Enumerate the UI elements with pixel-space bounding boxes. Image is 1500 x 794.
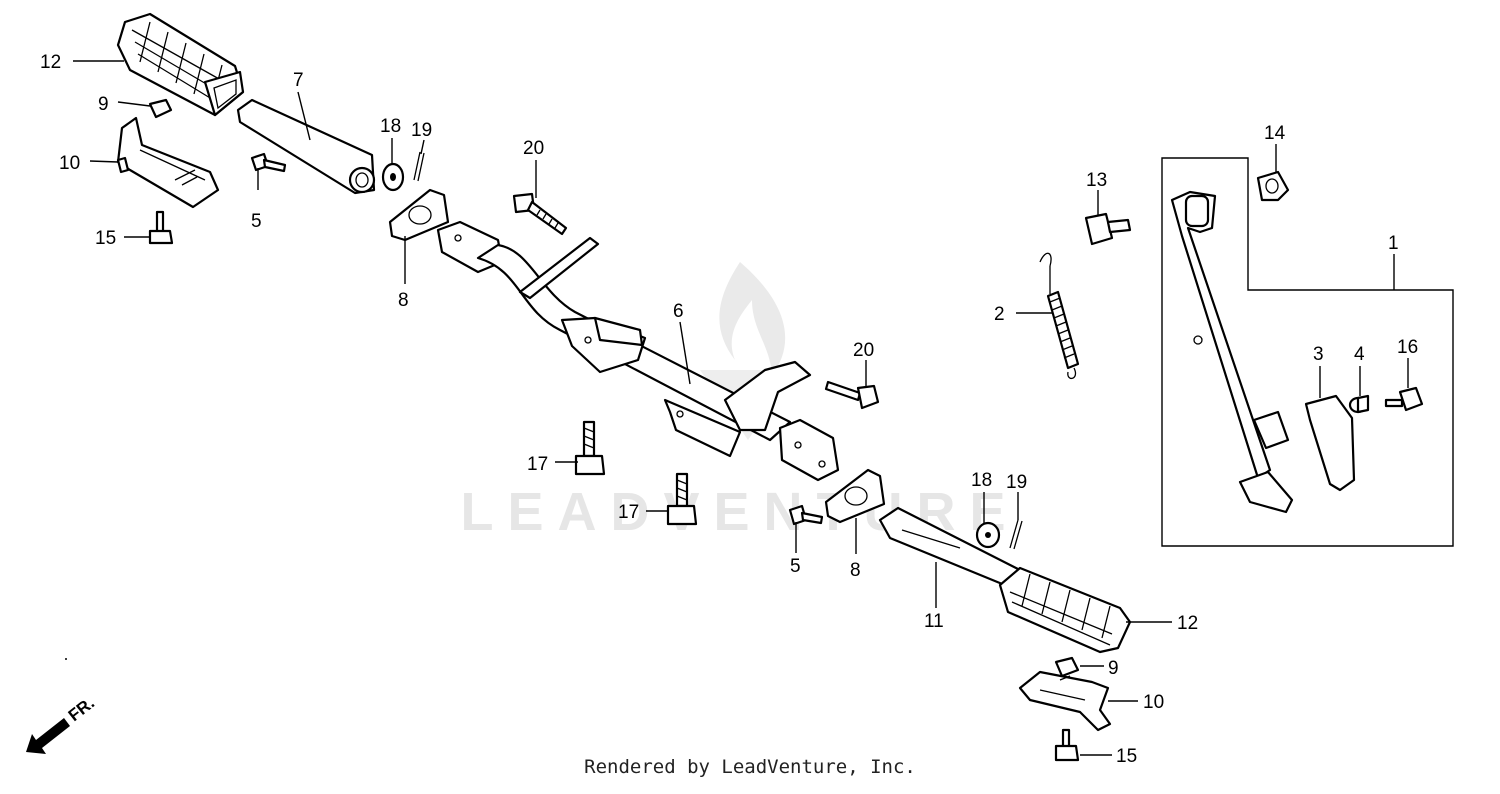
callout-17: 17 <box>527 454 548 475</box>
callout-1: 1 <box>1388 233 1399 254</box>
callout-11: 11 <box>924 611 944 632</box>
callout-8: 8 <box>850 560 861 581</box>
main-step-bar <box>436 220 840 482</box>
cotter-pin-right <box>1009 519 1023 550</box>
callout-20: 20 <box>853 340 874 361</box>
callout-19: 19 <box>411 120 432 141</box>
step-bar-left <box>236 98 376 195</box>
collar-small <box>1348 394 1370 414</box>
footpeg-bracket-left <box>116 116 220 209</box>
callout-2: 2 <box>994 304 1005 325</box>
callout-5: 5 <box>790 556 801 577</box>
side-stand-assembly <box>1161 157 1454 547</box>
callout-6: 6 <box>673 301 684 322</box>
callout-leaders <box>73 60 1409 756</box>
pin-right <box>788 504 824 526</box>
callout-17: 17 <box>618 502 639 523</box>
spring <box>1039 252 1080 379</box>
collar-right <box>1054 656 1080 678</box>
screw <box>1384 386 1424 412</box>
footpeg-bracket-right <box>1018 670 1112 732</box>
bolt-right <box>1054 728 1080 762</box>
callout-12: 12 <box>40 52 61 73</box>
callout-15: 15 <box>95 228 116 249</box>
callout-10: 10 <box>1143 692 1164 713</box>
bolt-upper <box>512 192 568 236</box>
callout-18: 18 <box>971 470 992 491</box>
front-direction-indicator: FR. <box>26 693 98 754</box>
cotter-pin-left <box>413 151 425 182</box>
front-label: FR. <box>65 693 98 725</box>
flange-bolt-a <box>574 420 606 476</box>
collar-left <box>148 98 173 119</box>
callout-4: 4 <box>1354 344 1365 365</box>
callout-13: 13 <box>1086 170 1107 191</box>
callout-14: 14 <box>1264 123 1286 144</box>
callout-3: 3 <box>1313 344 1324 365</box>
footpeg-rubber-left <box>116 12 245 117</box>
callout-15: 15 <box>1116 746 1137 767</box>
callout-19: 19 <box>1006 472 1027 493</box>
callout-8: 8 <box>398 290 409 311</box>
washer-right <box>975 521 1001 549</box>
callout-9: 9 <box>98 94 109 115</box>
callout-9: 9 <box>1108 658 1119 679</box>
bolt-lower <box>824 380 880 410</box>
bolt-left <box>148 210 174 245</box>
callout-labels: 12 9 10 15 7 5 18 19 8 20 6 20 17 17 5 8… <box>40 52 1418 767</box>
footer-credit: Rendered by LeadVenture, Inc. <box>584 756 916 778</box>
callout-5: 5 <box>251 211 262 232</box>
pin-left <box>250 152 287 173</box>
callout-7: 7 <box>293 70 304 91</box>
pivot-bolt <box>1084 212 1132 246</box>
plate-left <box>388 188 450 242</box>
nut <box>1256 170 1290 202</box>
washer-left <box>381 162 405 192</box>
callout-16: 16 <box>1397 337 1418 358</box>
front-arrow-icon <box>26 718 70 754</box>
callout-20: 20 <box>523 138 544 159</box>
plate-right <box>824 468 886 524</box>
stand-rubber <box>1304 394 1356 492</box>
callout-12: 12 <box>1177 613 1198 634</box>
flange-bolt-b <box>666 472 698 526</box>
footpeg-rubber-right <box>998 566 1132 654</box>
callout-10: 10 <box>59 153 80 174</box>
callout-18: 18 <box>380 116 401 137</box>
